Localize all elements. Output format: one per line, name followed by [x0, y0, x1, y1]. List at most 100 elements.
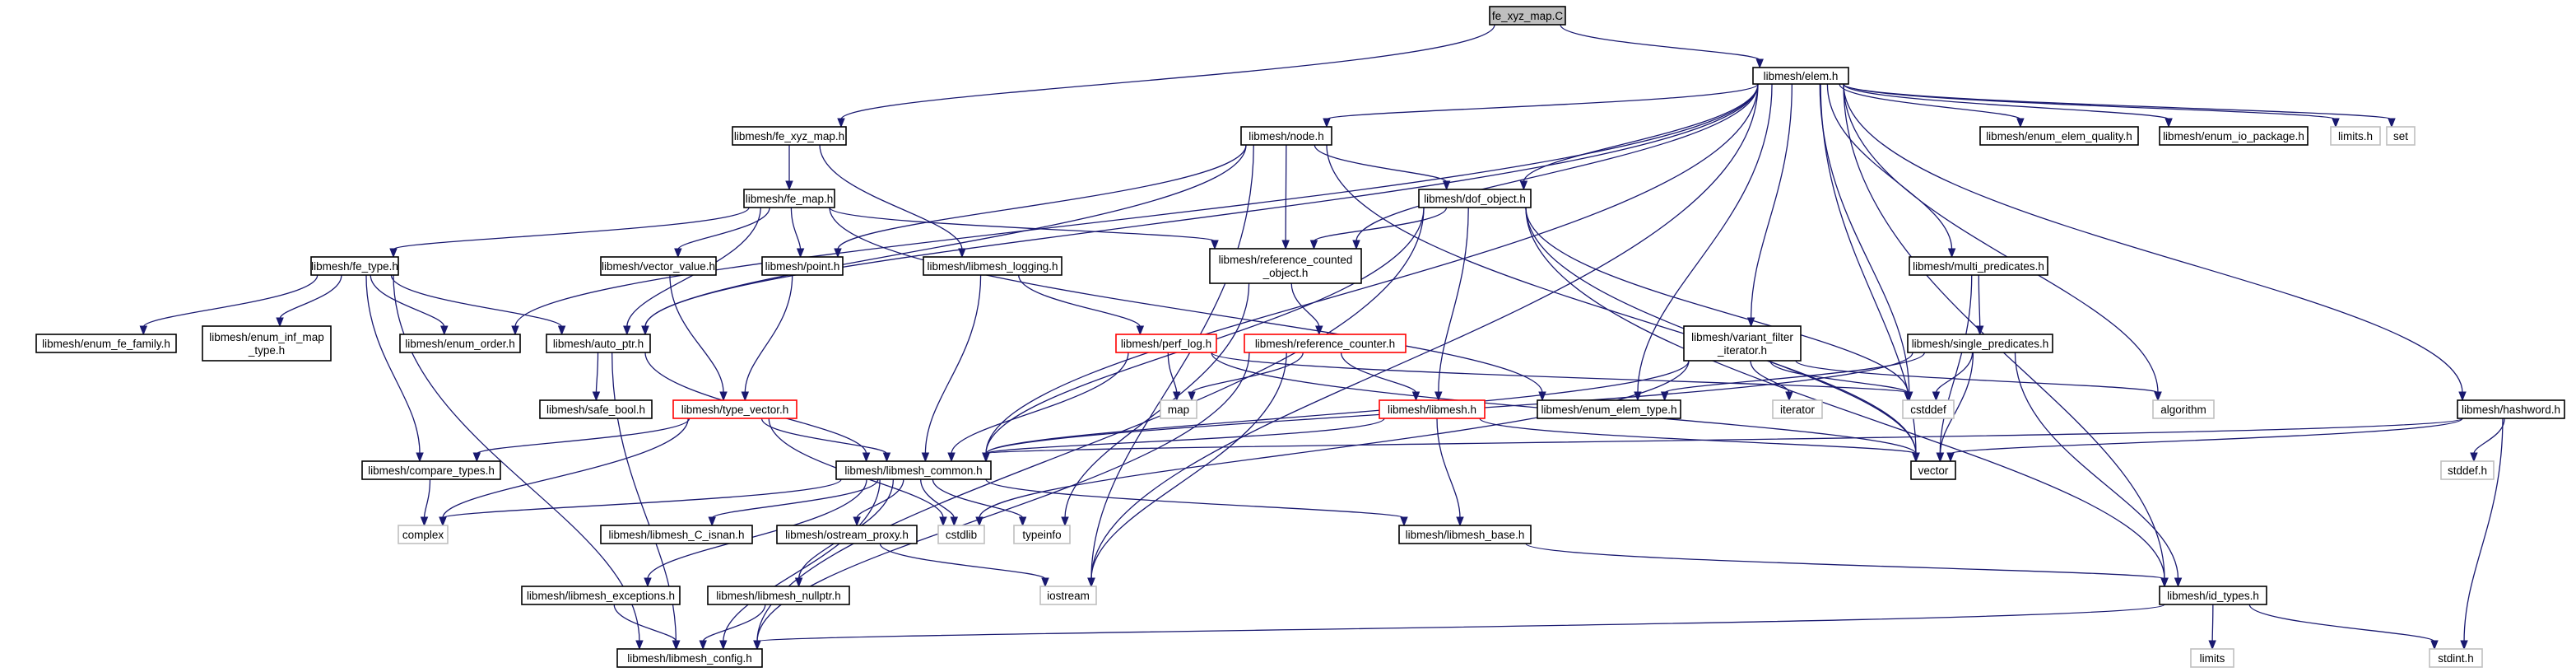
node-label: libmesh/reference_counted: [1219, 254, 1353, 266]
edge-arrowhead: [2160, 577, 2169, 588]
node-libmesh-logging-h[interactable]: libmesh/libmesh_logging.h: [923, 256, 1062, 276]
node-iterator[interactable]: iterator: [1772, 399, 1823, 419]
node-box: [761, 256, 844, 276]
node-dof-object-h[interactable]: libmesh/dof_object.h: [1418, 189, 1532, 208]
node-box: [2330, 126, 2381, 146]
node-box: [35, 334, 177, 353]
edge-type-vector-h-to-compare-types-h: [476, 418, 690, 455]
edge-arrowhead: [834, 248, 842, 259]
node-fe-xyz-map-h[interactable]: libmesh/fe_xyz_map.h: [732, 126, 847, 146]
node-ostream-proxy-h[interactable]: libmesh/ostream_proxy.h: [776, 525, 918, 544]
node-libmesh-exceptions-h[interactable]: libmesh/libmesh_exceptions.h: [521, 586, 681, 605]
edge-libmesh-common-h-to-libmesh-config-h: [723, 478, 881, 642]
node-enum-fe-family-h[interactable]: libmesh/enum_fe_family.h: [35, 334, 177, 353]
node-complex[interactable]: complex: [398, 525, 449, 544]
node-enum-order-h[interactable]: libmesh/enum_order.h: [399, 334, 521, 353]
node-elem-h[interactable]: libmesh/elem.h: [1752, 67, 1849, 85]
node-enum-elem-type-h[interactable]: libmesh/enum_elem_type.h: [1537, 399, 1681, 419]
node-box: [1772, 399, 1823, 419]
node-box: [1489, 6, 1566, 26]
node-variant-filter-iterator-h[interactable]: libmesh/variant_filter_iterator.h: [1683, 325, 1802, 362]
edge-hashword-h-to-vector: [1950, 418, 2463, 455]
node-compare-types-h[interactable]: libmesh/compare_types.h: [361, 460, 501, 480]
node-algorithm[interactable]: algorithm: [2152, 399, 2215, 419]
node-cstdlib[interactable]: cstdlib: [937, 525, 985, 544]
edge-arrowhead: [1087, 577, 1095, 588]
edge-elem-h-to-variant-filter-iterator-h: [1751, 83, 1793, 320]
edge-arrowhead: [1352, 240, 1360, 250]
node-enum-inf-map-type-h[interactable]: libmesh/enum_inf_map_type.h: [202, 325, 332, 362]
node-libmesh-config-h[interactable]: libmesh/libmesh_config.h: [616, 648, 763, 668]
node-multi-predicates-h[interactable]: libmesh/multi_predicates.h: [1909, 256, 2048, 276]
node-hashword-h[interactable]: libmesh/hashword.h: [2457, 399, 2565, 419]
edge-arrowhead: [1188, 391, 1196, 402]
edge-arrowhead: [1442, 180, 1451, 191]
node-box: [707, 586, 850, 605]
node-label: _iterator.h: [1717, 344, 1767, 357]
node-box: [2386, 126, 2416, 146]
node-label: stddef.h: [2448, 464, 2487, 477]
edge-single-predicates-h-to-cstddef: [1935, 352, 1974, 394]
node-fe-type-h[interactable]: libmesh/fe_type.h: [310, 256, 399, 276]
node-point-h[interactable]: libmesh/point.h: [761, 256, 844, 276]
node-enum-io-package-h[interactable]: libmesh/enum_io_package.h: [2159, 126, 2309, 146]
node-box: [2457, 399, 2565, 419]
edge-single-predicates-h-to-vector: [1939, 352, 1974, 455]
node-vector-value-h[interactable]: libmesh/vector_value.h: [600, 256, 717, 276]
node-libmesh-nullptr-h[interactable]: libmesh/libmesh_nullptr.h: [707, 586, 850, 605]
node-iostream[interactable]: iostream: [1039, 586, 1097, 605]
node-stdint-h[interactable]: stdint.h: [2429, 648, 2483, 668]
node-stddef-h[interactable]: stddef.h: [2440, 460, 2495, 480]
node-type-vector-h[interactable]: libmesh/type_vector.h: [672, 399, 797, 419]
node-libmesh-c-isnan-h[interactable]: libmesh/libmesh_C_isnan.h: [600, 525, 753, 544]
edge-hashword-h-to-stdint-h: [2463, 418, 2504, 642]
edge-elem-h-to-algorithm: [1843, 83, 2159, 394]
node-box: [2440, 460, 2495, 480]
edge-arrowhead: [2208, 640, 2216, 651]
node-label: cstddef: [1910, 404, 1946, 416]
node-fe-xyz-map-c[interactable]: fe_xyz_map.C: [1489, 6, 1566, 26]
node-enum-elem-quality-h[interactable]: libmesh/enum_elem_quality.h: [1979, 126, 2139, 146]
node-box: [1039, 586, 1097, 605]
node-set[interactable]: set: [2386, 126, 2416, 146]
node-label: libmesh/multi_predicates.h: [1913, 260, 2044, 273]
edge-node-h-to-vector: [1326, 144, 1917, 455]
node-cstddef[interactable]: cstddef: [1902, 399, 1955, 419]
node-box: [776, 525, 918, 544]
edge-arrowhead: [641, 325, 649, 336]
edge-variant-filter-iterator-h-to-algorithm: [1795, 360, 2159, 394]
node-perf-log-h[interactable]: libmesh/perf_log.h: [1115, 334, 1217, 353]
edge-arrowhead: [699, 640, 707, 651]
edge-arrowhead: [947, 452, 956, 463]
node-fe-map-h[interactable]: libmesh/fe_map.h: [743, 189, 835, 208]
edge-libmesh-logging-h-to-perf-log-h: [1018, 274, 1141, 328]
node-map[interactable]: map: [1160, 399, 1197, 419]
node-libmesh-common-h[interactable]: libmesh/libmesh_common.h: [835, 460, 992, 480]
node-label: libmesh/libmesh_nullptr.h: [716, 590, 841, 602]
node-libmesh-h[interactable]: libmesh/libmesh.h: [1379, 399, 1486, 419]
node-label: libmesh/single_predicates.h: [1912, 338, 2049, 350]
node-limits-h[interactable]: limits.h: [2330, 126, 2381, 146]
node-reference-counted-object-h[interactable]: libmesh/reference_counted_object.h: [1209, 248, 1362, 284]
node-reference-counter-h[interactable]: libmesh/reference_counter.h: [1244, 334, 1407, 353]
node-label: libmesh/enum_fe_family.h: [42, 338, 170, 350]
edge-fe-xyz-map-c-to-fe-xyz-map-h: [840, 24, 1495, 120]
edge-arrowhead: [2388, 118, 2396, 128]
node-safe-bool-h[interactable]: libmesh/safe_bool.h: [539, 399, 653, 419]
node-label: libmesh/vector_value.h: [602, 260, 715, 273]
edge-node-h-to-point-h: [837, 144, 1247, 250]
node-single-predicates-h[interactable]: libmesh/single_predicates.h: [1907, 334, 2053, 353]
node-box: [398, 525, 449, 544]
edge-arrowhead: [753, 640, 761, 651]
node-typeinfo[interactable]: typeinfo: [1013, 525, 1071, 544]
node-node-h[interactable]: libmesh/node.h: [1240, 126, 1332, 146]
node-vector[interactable]: vector: [1910, 460, 1956, 480]
edge-arrowhead: [1061, 516, 1069, 527]
node-limits[interactable]: limits: [2190, 648, 2234, 668]
node-auto-ptr-h[interactable]: libmesh/auto_ptr.h: [546, 334, 651, 353]
node-box: [2152, 399, 2215, 419]
node-box: [1752, 67, 1849, 85]
node-id-types-h[interactable]: libmesh/id_types.h: [2159, 586, 2267, 605]
node-libmesh-base-h[interactable]: libmesh/libmesh_base.h: [1398, 525, 1532, 544]
edge-arrowhead: [982, 452, 990, 463]
